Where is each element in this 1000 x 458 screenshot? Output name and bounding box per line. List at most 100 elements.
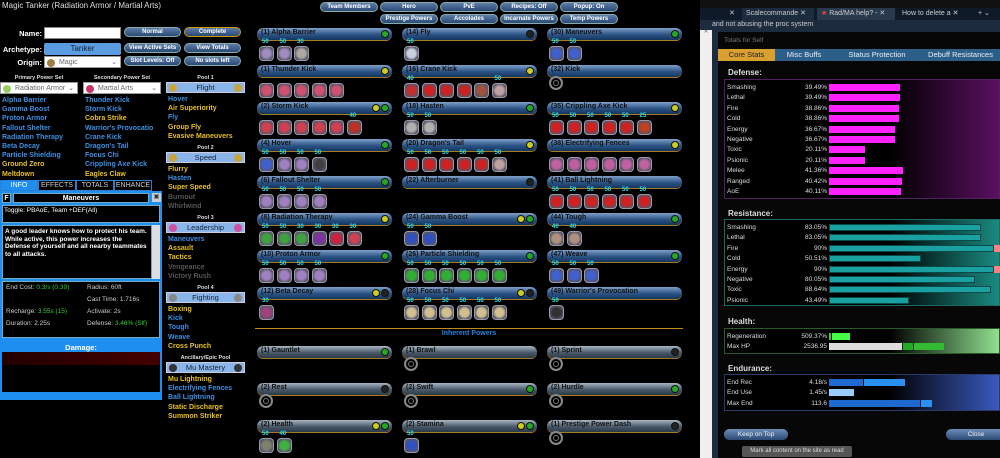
enhancement-slot[interactable]: 50	[456, 298, 472, 320]
tab-effects[interactable]: EFFECTS	[38, 180, 76, 191]
power-bar[interactable]: (26) Particle Shielding	[402, 250, 537, 262]
enhancement-slot[interactable]	[566, 157, 582, 172]
enhancement-slot[interactable]: 50	[549, 298, 564, 320]
power-list-item[interactable]: Alpha Barrier	[2, 97, 47, 104]
power-bar[interactable]: (44) Tough	[547, 213, 682, 225]
tab-totals[interactable]: TOTALS	[76, 180, 114, 191]
complete-button[interactable]: Complete	[184, 27, 241, 37]
archetype-select[interactable]: Tanker	[44, 43, 121, 55]
power-bar[interactable]: (12) Beta Decay	[257, 287, 392, 299]
power-slot-entry[interactable]: (32) Kick	[547, 65, 682, 99]
enhancement-slot[interactable]: 50	[439, 261, 454, 283]
top-button-prestige-powers[interactable]: Prestige Powers	[380, 14, 438, 24]
power-slot-entry[interactable]: (1) Brawl	[402, 346, 537, 380]
view-totals-button[interactable]: View Totals	[184, 43, 241, 53]
f-button[interactable]: F	[2, 193, 11, 203]
enhancement-slot[interactable]	[601, 157, 617, 172]
power-bar[interactable]: (49) Warrior's Provocation	[547, 287, 682, 299]
enhancement-slot[interactable]: 50	[601, 113, 617, 135]
enhancement-slot[interactable]: 50	[404, 150, 419, 172]
enhancement-slot[interactable]: 50	[276, 187, 292, 209]
power-list-item[interactable]: Weave	[168, 333, 191, 341]
power-bar[interactable]: (30) Maneuvers	[547, 28, 682, 40]
power-list-item[interactable]: Kick	[168, 315, 183, 323]
power-bar[interactable]: (4) Hover	[257, 139, 392, 151]
power-bar[interactable]: (24) Gamma Boost	[402, 213, 537, 225]
enhancement-slot[interactable]	[474, 83, 489, 98]
power-bar[interactable]: (1) Alpha Barrier	[257, 28, 392, 40]
enhancement-slot[interactable]: 50	[259, 39, 274, 61]
top-button-accolades[interactable]: Accolades	[440, 14, 498, 24]
enhancement-slot[interactable]	[329, 120, 344, 135]
power-list-item[interactable]: Electrifying Fences	[168, 385, 233, 393]
power-bar[interactable]: (20) Dragon's Tail	[402, 139, 537, 151]
power-list-item[interactable]: Cobra Strike	[85, 115, 127, 123]
enhancement-slot[interactable]: 50	[421, 224, 437, 246]
power-slot-entry[interactable]: (1) Sprint	[547, 346, 682, 380]
enhancement-slot[interactable]: 40	[346, 113, 362, 135]
top-button-hero[interactable]: Hero	[380, 2, 438, 12]
power-list-item[interactable]: Cross Punch	[168, 342, 212, 350]
power-list-item[interactable]: Mu Lightning	[168, 376, 212, 383]
power-bar[interactable]: (2) Swift	[402, 383, 537, 395]
power-bar[interactable]: (28) Focus Chi	[402, 287, 537, 299]
pool-select-speed[interactable]: Speed	[166, 152, 245, 163]
pool-select-fighting[interactable]: Fighting	[166, 292, 245, 303]
slot-levels-button[interactable]: Slot Levels: Off	[124, 56, 181, 66]
power-list-item[interactable]: Beta Decay	[2, 142, 40, 150]
power-list-item[interactable]: Tactics	[168, 254, 192, 262]
power-bar[interactable]: (1) Prestige Power Dash	[547, 420, 682, 432]
tab-enhance[interactable]: ENHANCE	[114, 180, 152, 191]
enhancement-slot[interactable]: 50	[294, 261, 309, 283]
power-list-item[interactable]: Hover	[168, 96, 188, 103]
power-slot-entry[interactable]: (1) Gauntlet	[257, 346, 392, 380]
power-list-item[interactable]: Burnout	[168, 193, 196, 201]
power-list-item[interactable]: Thunder Kick	[85, 97, 130, 104]
no-slots-left-button[interactable]: No slots left	[184, 56, 241, 66]
enhancement-slot[interactable]: 50	[294, 187, 309, 209]
enhancement-slot[interactable]: 50	[421, 298, 437, 320]
power-list-item[interactable]: Assault	[168, 245, 194, 253]
enhancement-slot[interactable]: 50	[619, 113, 634, 135]
top-button-recipes-off[interactable]: Recipes: Off	[500, 2, 558, 12]
origin-select[interactable]: Magic⌄	[44, 56, 121, 68]
tab-info[interactable]: INFO	[0, 180, 38, 191]
enhancement-slot[interactable]: 50	[566, 187, 582, 209]
enhancement-slot[interactable]	[276, 83, 292, 98]
close-button[interactable]: Close	[946, 429, 1000, 440]
power-list-item[interactable]: Crippling Axe Kick	[85, 161, 147, 169]
enhancement-slot[interactable]: 50	[294, 150, 309, 172]
power-list-item[interactable]: Flurry	[168, 166, 188, 173]
enhancement-slot[interactable]: 40	[566, 224, 582, 246]
enhancement-slot[interactable]: 30	[294, 224, 309, 246]
view-active-sets-button[interactable]: View Active Sets	[124, 43, 181, 53]
power-list-item[interactable]: Warrior's Provocatio	[85, 124, 154, 132]
power-list-item[interactable]: Group Fly	[168, 123, 202, 131]
top-button-temp-powers[interactable]: Temp Powers	[560, 14, 618, 24]
power-slot-entry[interactable]: (2) Hurdle	[547, 383, 682, 417]
power-list-item[interactable]: Victory Rush	[168, 272, 212, 280]
power-bar[interactable]: (1) Gauntlet	[257, 346, 392, 358]
enhancement-slot[interactable]: 50	[421, 113, 437, 135]
power-bar[interactable]: (35) Crippling Axe Kick	[547, 102, 682, 114]
enhancement-slot[interactable]: 50	[259, 224, 274, 246]
top-button-team-members[interactable]: Team Members	[320, 2, 378, 12]
enhancement-slot[interactable]	[294, 83, 309, 98]
empty-enhancement-slot[interactable]	[404, 357, 418, 371]
power-list-item[interactable]: Crane Kick	[85, 133, 122, 141]
power-list-item[interactable]: Vengeance	[168, 263, 205, 271]
enhancement-slot[interactable]: 50	[259, 431, 274, 453]
power-bar[interactable]: (8) Radiation Therapy	[257, 213, 392, 225]
enhancement-slot[interactable]: 50	[404, 298, 419, 320]
enhancement-slot[interactable]: 50	[311, 187, 327, 209]
empty-enhancement-slot[interactable]	[549, 357, 563, 371]
power-bar[interactable]: (2) Health	[257, 420, 392, 432]
